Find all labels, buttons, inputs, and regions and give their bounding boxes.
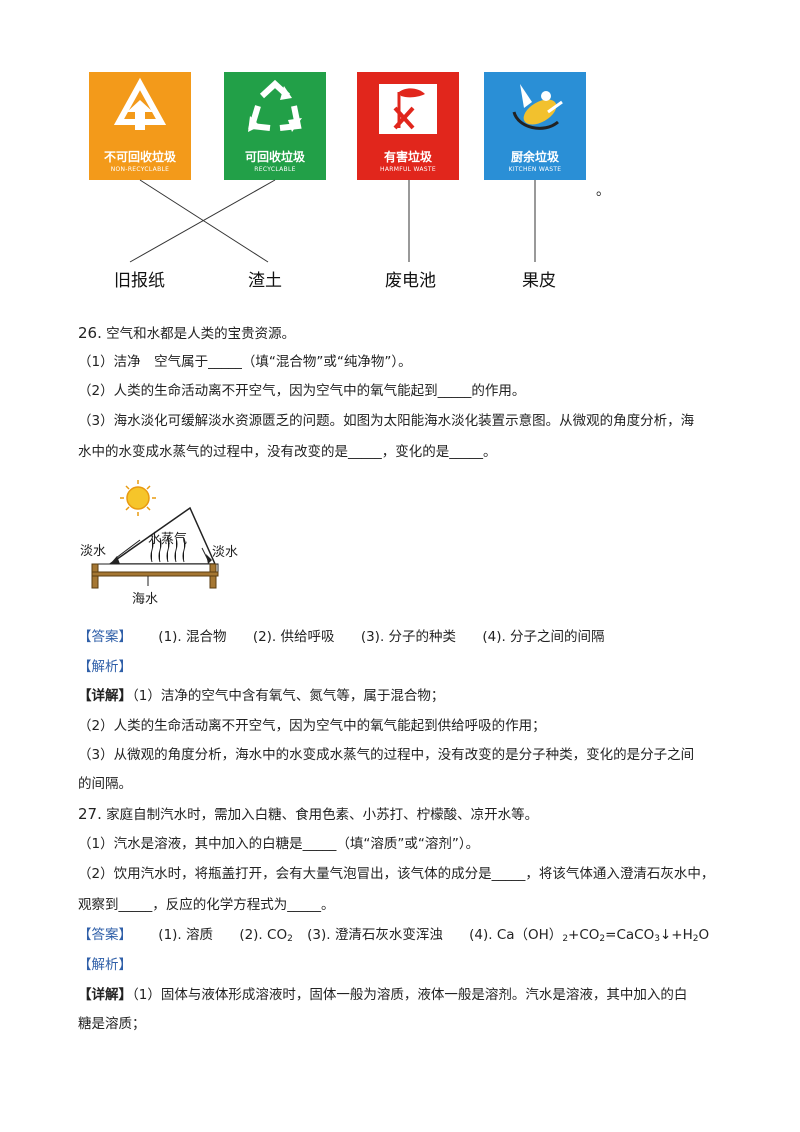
bin-label-en: RECYCLABLE <box>254 166 296 173</box>
subscript: 2 <box>562 934 569 944</box>
bin-label-en: NON-RECYCLABLE <box>110 166 170 173</box>
subscript: 2 <box>692 934 699 944</box>
bin-harmful: 有害垃圾 HARMFUL WASTE <box>357 72 459 180</box>
q26-part2: （2）人类的生命活动离不开空气，因为空气中的氧气能起到_____的作用。 <box>78 383 526 399</box>
q26-answer-3: (3). 分子的种类 <box>360 629 457 645</box>
bin-kitchen: 厨余垃圾 KITCHEN WASTE <box>484 72 586 180</box>
bin-recyclable: 可回收垃圾 RECYCLABLE <box>224 72 326 180</box>
q27-answer: 【答案】 (1). 溶质 (2). CO2 (3). 澄清石灰水变浑浊 (4).… <box>78 925 709 949</box>
q27-detail-1-text: （1）固体与液体形成溶液时，固体一般为溶质，液体一般是溶剂。汽水是溶液，其中加入… <box>132 987 688 1003</box>
non-recyclable-icon <box>113 77 167 130</box>
bin-label: 有害垃圾 <box>383 150 432 164</box>
q27-stem-text: 家庭自制汽水时，需加入白糖、食用色素、小苏打、柠檬酸、凉开水等。 <box>106 807 539 823</box>
trailing-period: 。 <box>596 183 610 199</box>
q26-detail-3-line2: 的间隔。 <box>78 776 132 792</box>
q26-answer-4: (4). 分子之间的间隔 <box>482 629 605 645</box>
sun-icon <box>120 480 156 516</box>
q26-analysis-tag: 【解析】 <box>78 659 132 675</box>
q26-part1: （1）洁净 空气属于_____（填“混合物”或“纯净物”）。 <box>78 354 412 370</box>
item-old-newspaper: 旧报纸 <box>114 271 165 291</box>
q27-stem: 27. 家庭自制汽水时，需加入白糖、食用色素、小苏打、柠檬酸、凉开水等。 <box>78 804 538 825</box>
q26-detail-3-line1: （3）从微观的角度分析，海水中的水变成水蒸气的过程中，没有改变的是分子种类，变化… <box>78 747 695 763</box>
q27-number: 27. <box>78 805 102 823</box>
q27-answer-4-e: O <box>698 927 710 943</box>
q26-detail-1: 【详解】（1）洁净的空气中含有氧气、氮气等，属于混合物； <box>78 686 444 706</box>
detail-tag: 【详解】 <box>78 688 132 704</box>
diagram-label-vapor: 水蒸气 <box>148 532 188 547</box>
subscript: 3 <box>654 934 660 944</box>
bin-label: 可回收垃圾 <box>244 150 305 164</box>
q26-answer: 【答案】 (1). 混合物 (2). 供给呼吸 (3). 分子的种类 (4). … <box>78 627 605 647</box>
diagram-label-sea: 海水 <box>132 592 159 607</box>
subscript: 2 <box>599 934 606 944</box>
item-muck: 渣土 <box>248 271 282 291</box>
q27-answer-4-c: =CaCO <box>605 927 655 943</box>
q26-part3-line2: 水中的水变成水蒸气的过程中，没有改变的是_____，变化的是_____。 <box>78 444 497 460</box>
harmful-waste-icon <box>379 84 437 134</box>
diagram-label-fresh-left: 淡水 <box>80 544 107 559</box>
q26-answer-1: (1). 混合物 <box>158 629 227 645</box>
subscript: 2 <box>287 934 293 944</box>
q27-answer-4-b: +CO <box>568 927 600 943</box>
q27-answer-1: (1). 溶质 <box>158 927 214 943</box>
q26-answer-2: (2). 供给呼吸 <box>252 629 335 645</box>
q26-detail-1-text: （1）洁净的空气中含有氧气、氮气等，属于混合物； <box>132 688 445 704</box>
q27-answer-2: (2). CO2 <box>239 927 293 944</box>
q26-stem-text: 空气和水都是人类的宝贵资源。 <box>106 326 296 342</box>
q26-number: 26. <box>78 324 102 342</box>
bin-label-en: HARMFUL WASTE <box>380 166 436 173</box>
q27-answer-3: (3). 澄清石灰水变浑浊 <box>307 927 443 943</box>
q27-answer-4-a: (4). Ca（OH） <box>469 927 563 943</box>
q27-analysis-tag: 【解析】 <box>78 957 132 973</box>
q27-part1: （1）汽水是溶液，其中加入的白糖是_____（填“溶质”或“溶剂”）。 <box>78 836 480 852</box>
q27-detail-1-line1: 【详解】（1）固体与液体形成溶液时，固体一般为溶质，液体一般是溶剂。汽水是溶液，… <box>78 985 687 1005</box>
q26-detail-2: （2）人类的生命活动离不开空气，因为空气中的氧气能起到供给呼吸的作用； <box>78 718 546 734</box>
matching-lines <box>129 179 536 263</box>
q27-detail-1-line2: 糖是溶质； <box>78 1016 146 1032</box>
q26-part3-line1: （3）海水淡化可缓解淡水资源匮乏的问题。如图为太阳能海水淡化装置示意图。从微观的… <box>78 413 695 429</box>
recycle-icon <box>248 79 302 132</box>
kitchen-waste-icon <box>512 84 563 130</box>
bin-label: 不可回收垃圾 <box>103 150 176 164</box>
bin-non-recyclable: 不可回收垃圾 NON-RECYCLABLE <box>89 72 191 180</box>
bin-label: 厨余垃圾 <box>510 150 559 164</box>
answer-tag: 【答案】 <box>78 927 132 943</box>
q27-part2-line1: （2）饮用汽水时，将瓶盖打开，会有大量气泡冒出，该气体的成分是_____，将该气… <box>78 866 715 882</box>
diagram-label-fresh-right: 淡水 <box>212 545 239 560</box>
q27-answer-4: (4). Ca（OH）2+CO2=CaCO3↓+H2O <box>469 927 710 944</box>
detail-tag: 【详解】 <box>78 987 132 1003</box>
item-waste-battery: 废电池 <box>385 271 436 291</box>
desalination-diagram <box>91 480 219 589</box>
line-bin2-to-item1 <box>129 179 276 263</box>
q27-part2-line2: 观察到_____，反应的化学方程式为_____。 <box>78 897 335 913</box>
q27-answer-4-d: ↓+H <box>659 927 693 943</box>
item-fruit-peel: 果皮 <box>522 271 556 291</box>
bin-label-en: KITCHEN WASTE <box>508 166 562 173</box>
q26-stem: 26. 空气和水都是人类的宝贵资源。 <box>78 323 295 344</box>
line-bin1-to-item2 <box>139 179 269 263</box>
q27-answer-2-text: (2). CO <box>239 927 288 943</box>
answer-tag: 【答案】 <box>78 629 132 645</box>
